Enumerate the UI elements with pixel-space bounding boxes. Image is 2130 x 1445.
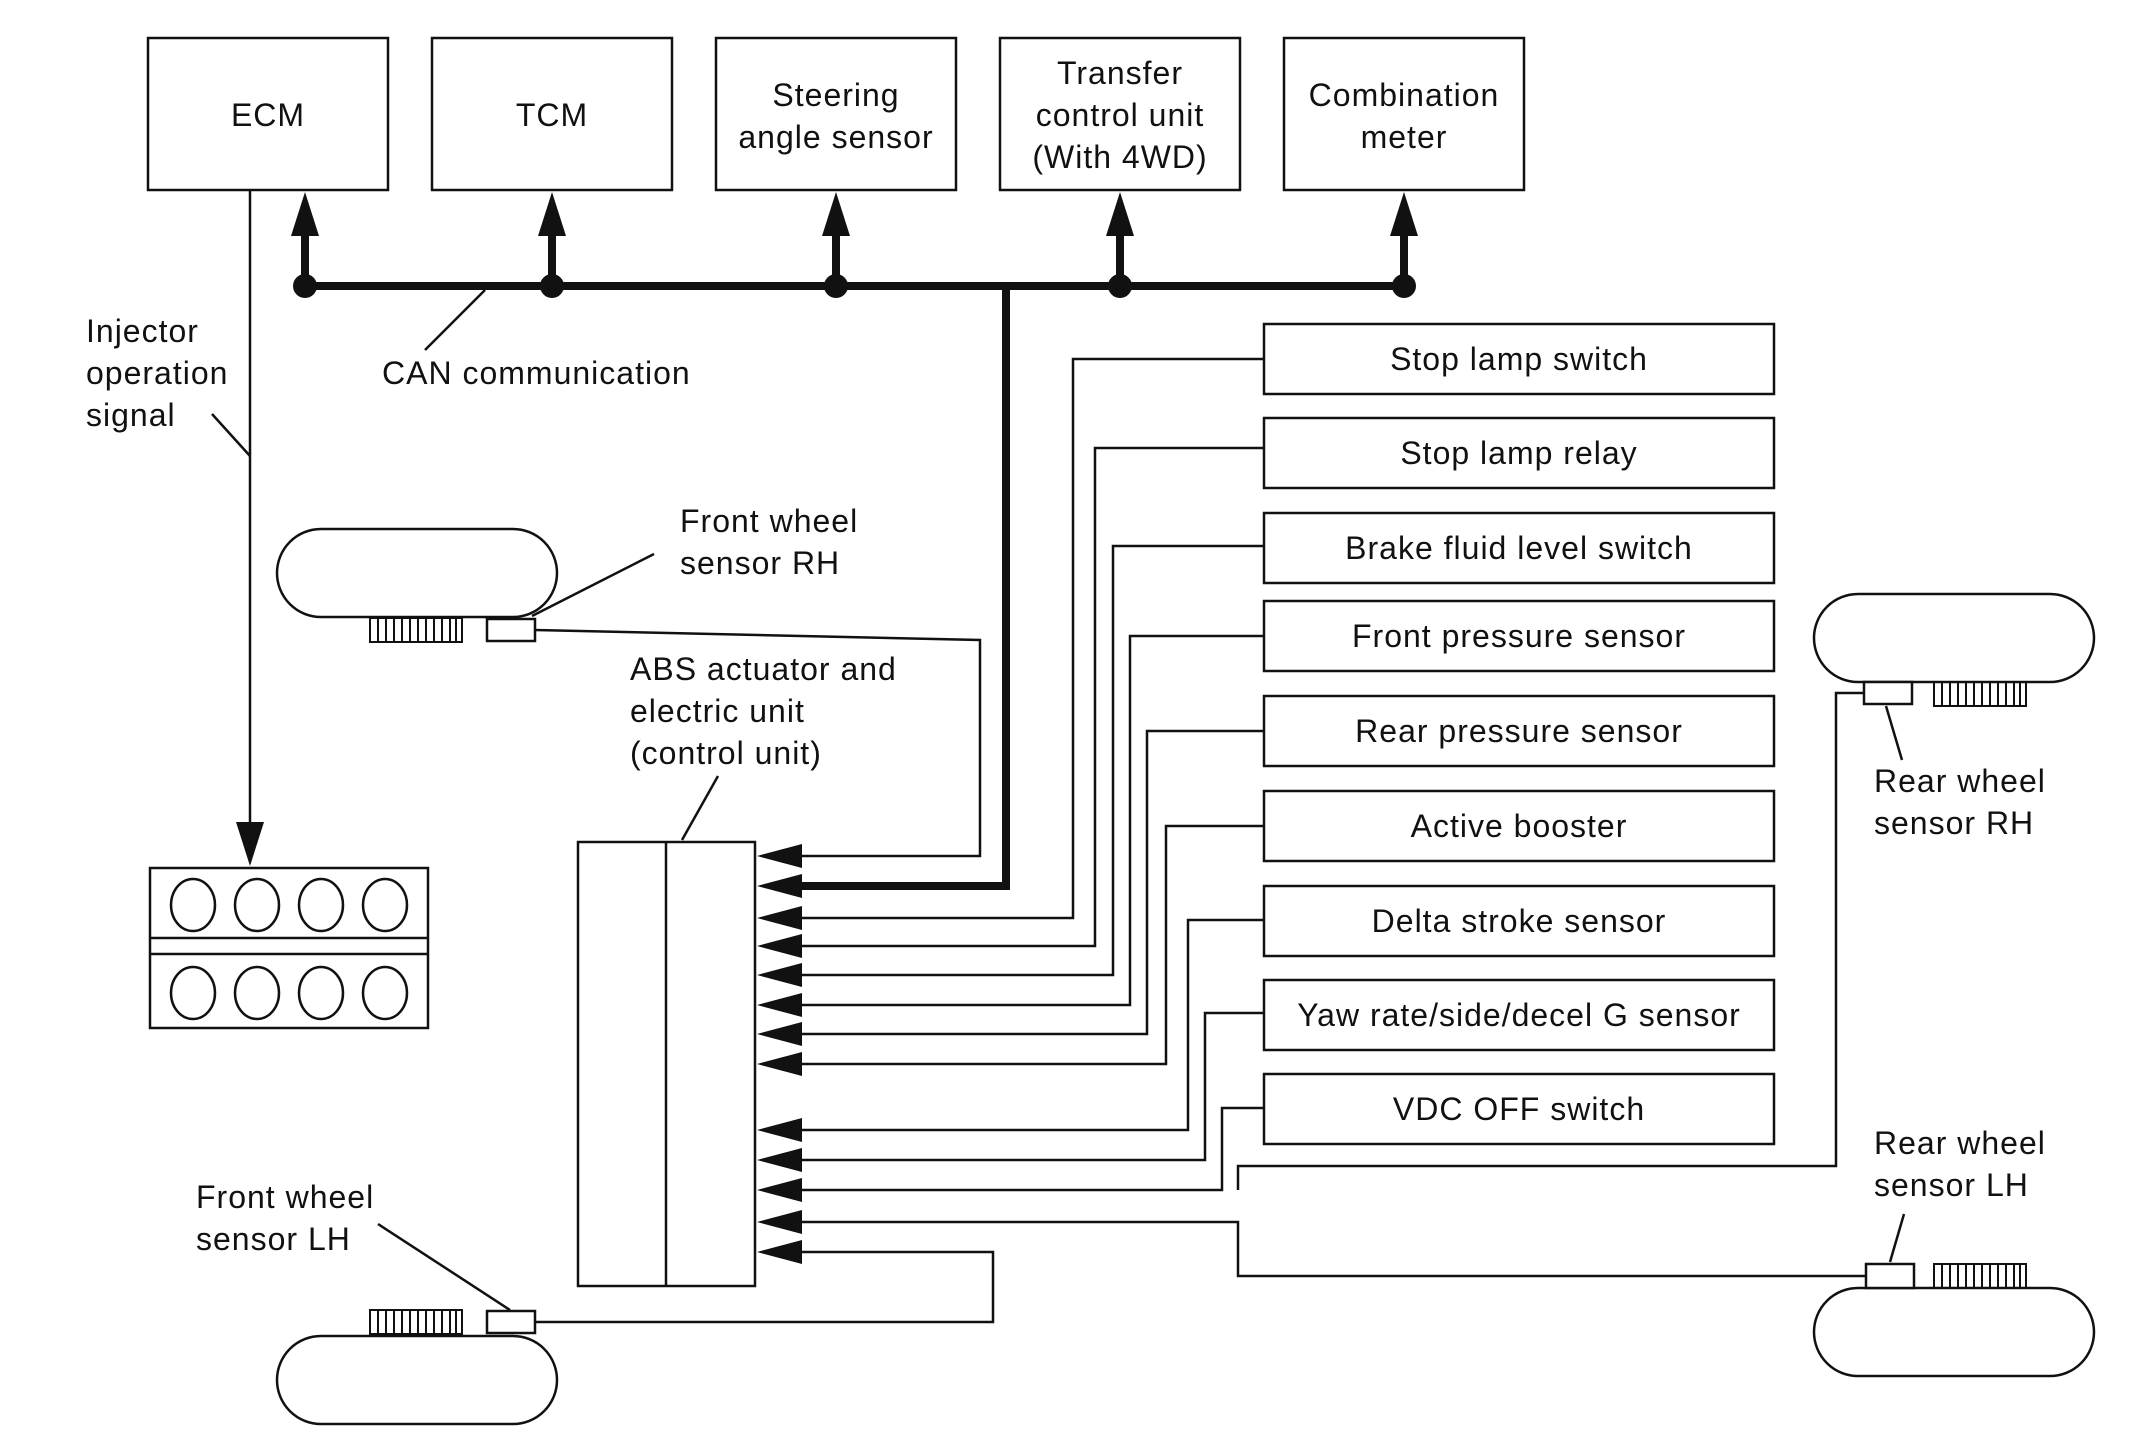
abs-input-arrowheads [757, 844, 802, 1264]
front-wheel-rh [275, 527, 559, 643]
ecm-label: ECM [231, 97, 305, 133]
input-stop-lamp-relay: Stop lamp relay [1262, 416, 1776, 490]
cylinder-row-bottom [169, 965, 409, 1021]
rear-wheel-lh [1812, 1262, 2096, 1378]
input-front-pressure-sensor: Front pressure sensor [1262, 599, 1776, 673]
rear-lh-wire [802, 1220, 1866, 1278]
tone-ring [1933, 1263, 2027, 1289]
transfer-control-unit-node: Transfer control unit (With 4WD) [998, 36, 1242, 192]
front-wheel-lh [275, 1309, 559, 1426]
abs-label-line1: ABS actuator and [630, 651, 897, 687]
abs-actuator-unit [576, 840, 757, 1288]
can-arrowheads [291, 192, 1418, 236]
tcm-label: TCM [516, 97, 588, 133]
front-rh-wire [534, 628, 982, 858]
input-label: Brake fluid level switch [1345, 530, 1693, 566]
can-junction-dots [293, 274, 1416, 298]
injector-label-leader [211, 413, 251, 457]
injector-signal-line [236, 190, 264, 866]
meter-label-line2: meter [1361, 119, 1448, 155]
front-lh-label-line1: Front wheel [196, 1179, 374, 1215]
rear-rh-label-leader [1884, 705, 1904, 761]
tone-ring [1933, 681, 2027, 707]
input-label: Stop lamp switch [1390, 341, 1648, 377]
rear-wheel-rh [1812, 592, 2096, 707]
input-brake-fluid-level-switch: Brake fluid level switch [1262, 511, 1776, 585]
rear-lh-label-leader [1888, 1213, 1906, 1263]
input-label: Rear pressure sensor [1355, 713, 1683, 749]
steering-label-line1: Steering [772, 77, 899, 113]
rear-rh-wire [1236, 691, 1864, 1190]
transfer-label-line2: control unit [1036, 97, 1205, 133]
rear-rh-label-line2: sensor RH [1874, 805, 2034, 841]
abs-label-line2: electric unit [630, 693, 805, 729]
abs-label-line3: (control unit) [630, 735, 822, 771]
transfer-label-line1: Transfer [1057, 55, 1183, 91]
input-active-booster: Active booster [1262, 789, 1776, 863]
can-communication-label: CAN communication [382, 355, 691, 391]
tcm-node: TCM [430, 36, 674, 192]
front-rh-label-line1: Front wheel [680, 503, 858, 539]
front-rh-label-line2: sensor RH [680, 545, 840, 581]
tone-ring [369, 617, 463, 643]
can-label-leader [424, 289, 486, 351]
ecm-node: ECM [146, 36, 390, 192]
steering-label-line2: angle sensor [738, 119, 933, 155]
engine-block [148, 866, 430, 1030]
front-lh-label-leader [377, 1222, 511, 1312]
input-stop-lamp-switch: Stop lamp switch [1262, 322, 1776, 396]
tone-ring [369, 1309, 463, 1335]
front-lh-label-line2: sensor LH [196, 1221, 351, 1257]
input-label: Delta stroke sensor [1372, 903, 1667, 939]
input-label: Front pressure sensor [1352, 618, 1686, 654]
meter-label-line1: Combination [1309, 77, 1500, 113]
combination-meter-node: Combination meter [1282, 36, 1526, 192]
cylinder-row-top [169, 877, 409, 933]
input-label: Yaw rate/side/decel G sensor [1297, 997, 1741, 1033]
front-lh-wire [535, 1250, 995, 1324]
input-label: Active booster [1411, 808, 1628, 844]
input-yaw-rate-sensor: Yaw rate/side/decel G sensor [1262, 978, 1776, 1052]
transfer-label-line3: (With 4WD) [1032, 139, 1207, 175]
steering-angle-sensor-node: Steering angle sensor [714, 36, 958, 192]
rear-rh-label-line1: Rear wheel [1874, 763, 2046, 799]
rear-lh-label-line1: Rear wheel [1874, 1125, 2046, 1161]
injector-label-line3: signal [86, 397, 176, 433]
rear-lh-label-line2: sensor LH [1874, 1167, 2029, 1203]
abs-label-leader [680, 775, 720, 841]
injector-label-line1: Injector [86, 313, 199, 349]
input-label: VDC OFF switch [1393, 1091, 1645, 1127]
input-wires [802, 357, 1264, 1192]
front-rh-label-leader [531, 552, 655, 618]
input-label: Stop lamp relay [1400, 435, 1637, 471]
injector-label-line2: operation [86, 355, 228, 391]
input-vdc-off-switch: VDC OFF switch [1262, 1072, 1776, 1146]
input-delta-stroke-sensor: Delta stroke sensor [1262, 884, 1776, 958]
input-rear-pressure-sensor: Rear pressure sensor [1262, 694, 1776, 768]
